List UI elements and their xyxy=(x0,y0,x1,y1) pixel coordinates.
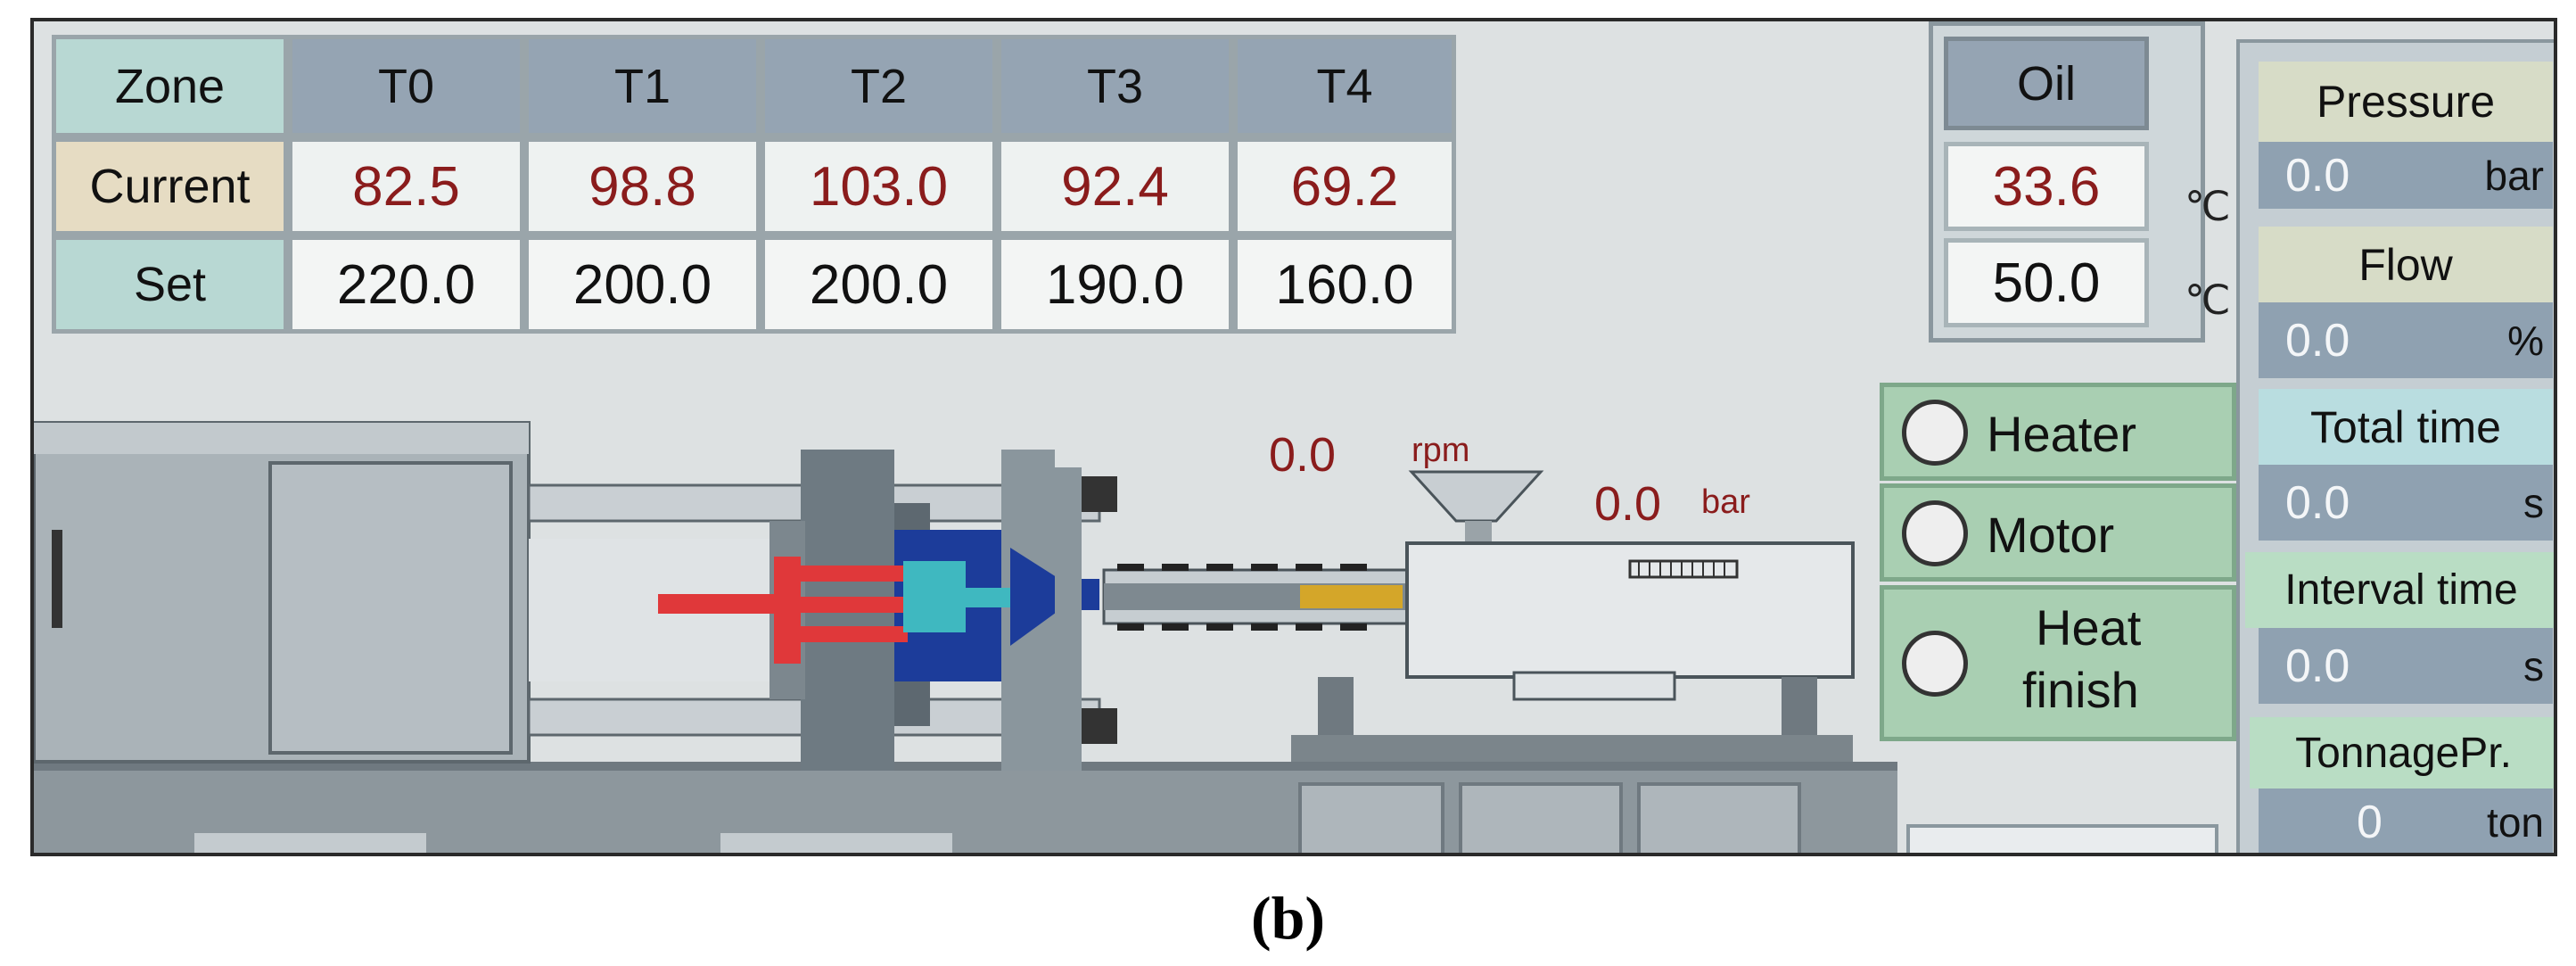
oil-current-value: 33.6 xyxy=(1944,142,2149,231)
flow-value: 0.0 xyxy=(2285,314,2350,367)
tonnage-reading: 0 ton xyxy=(2259,788,2553,853)
t2-set-value[interactable]: 200.0 xyxy=(761,235,997,334)
hmi-screen: Zone T0 T1 T2 T3 T4 Current 82.5 98.8 10… xyxy=(30,18,2557,856)
temperature-table: Zone T0 T1 T2 T3 T4 Current 82.5 98.8 10… xyxy=(34,21,1461,338)
oil-title: Oil xyxy=(1944,37,2149,130)
oil-set-unit: ℃ xyxy=(2185,277,2231,323)
t1-current-value: 98.8 xyxy=(524,137,761,235)
heat-finish-status-led xyxy=(1902,631,1968,697)
zone-t0-header: T0 xyxy=(288,35,524,137)
heater-status-led xyxy=(1902,400,1968,466)
oil-current-unit: ℃ xyxy=(2185,183,2231,229)
oil-panel: Oil 33.6 50.0 xyxy=(1929,21,2205,343)
screw-speed-value: 0.0 xyxy=(1269,428,1337,482)
motor-label: Motor xyxy=(1987,507,2115,563)
t4-set-value[interactable]: 160.0 xyxy=(1233,235,1456,334)
total-time-unit: s xyxy=(2523,479,2544,526)
t4-current-value: 69.2 xyxy=(1233,137,1456,235)
total-time-reading: 0.0 s xyxy=(2259,465,2553,541)
interval-time-value: 0.0 xyxy=(2285,640,2350,692)
tonnage-value: 0 xyxy=(2357,797,2383,848)
tonnage-title: TonnagePr. xyxy=(2250,717,2554,788)
zone-header: Zone xyxy=(52,35,288,137)
total-time-value: 0.0 xyxy=(2285,476,2350,529)
interval-time-unit: s xyxy=(2523,642,2544,689)
machine-graphic xyxy=(34,421,1897,853)
t1-set-value[interactable]: 200.0 xyxy=(524,235,761,334)
set-row-label: Set xyxy=(52,235,288,334)
pressure-value: 0.0 xyxy=(2285,149,2350,202)
total-time-title: Total time xyxy=(2259,389,2553,465)
pressure-unit: bar xyxy=(2484,152,2544,199)
interval-time-title: Interval time xyxy=(2245,552,2554,628)
barrel-pressure-value: 0.0 xyxy=(1594,477,1662,531)
zone-t3-header: T3 xyxy=(997,35,1233,137)
figure-caption: (b) xyxy=(0,883,2576,954)
t3-set-value[interactable]: 190.0 xyxy=(997,235,1233,334)
current-row-label: Current xyxy=(52,137,288,235)
pressure-title: Pressure xyxy=(2259,62,2553,142)
t0-current-value: 82.5 xyxy=(288,137,524,235)
barrel-pressure-unit: bar xyxy=(1701,483,1750,521)
flow-unit: % xyxy=(2507,317,2544,364)
motor-status-led xyxy=(1902,500,1968,566)
flow-reading: 0.0 % xyxy=(2259,302,2553,378)
figure-caption-text: (b) xyxy=(1250,884,1326,952)
t3-current-value: 92.4 xyxy=(997,137,1233,235)
blank-panel xyxy=(1906,824,2218,853)
heat-finish-indicator[interactable]: Heat finish xyxy=(1880,585,2236,741)
heat-finish-label-line2: finish xyxy=(2022,662,2139,718)
heater-indicator[interactable]: Heater xyxy=(1880,383,2236,481)
t2-current-value: 103.0 xyxy=(761,137,997,235)
t0-set-value[interactable]: 220.0 xyxy=(288,235,524,334)
injection-machine-illustration: 0.0 rpm 0.0 bar xyxy=(34,343,1897,853)
oil-set-value[interactable]: 50.0 xyxy=(1944,238,2149,327)
zone-t2-header: T2 xyxy=(761,35,997,137)
zone-t1-header: T1 xyxy=(524,35,761,137)
screw-speed-unit: rpm xyxy=(1411,432,1470,469)
interval-time-reading: 0.0 s xyxy=(2259,628,2553,704)
zone-t4-header: T4 xyxy=(1233,35,1456,137)
motor-indicator[interactable]: Motor xyxy=(1880,483,2236,582)
flow-title: Flow xyxy=(2259,227,2553,302)
tonnage-unit: ton xyxy=(2487,799,2544,846)
pressure-reading: 0.0 bar xyxy=(2259,142,2553,209)
heater-label: Heater xyxy=(1987,406,2137,462)
heat-finish-label-line1: Heat xyxy=(2036,599,2142,656)
